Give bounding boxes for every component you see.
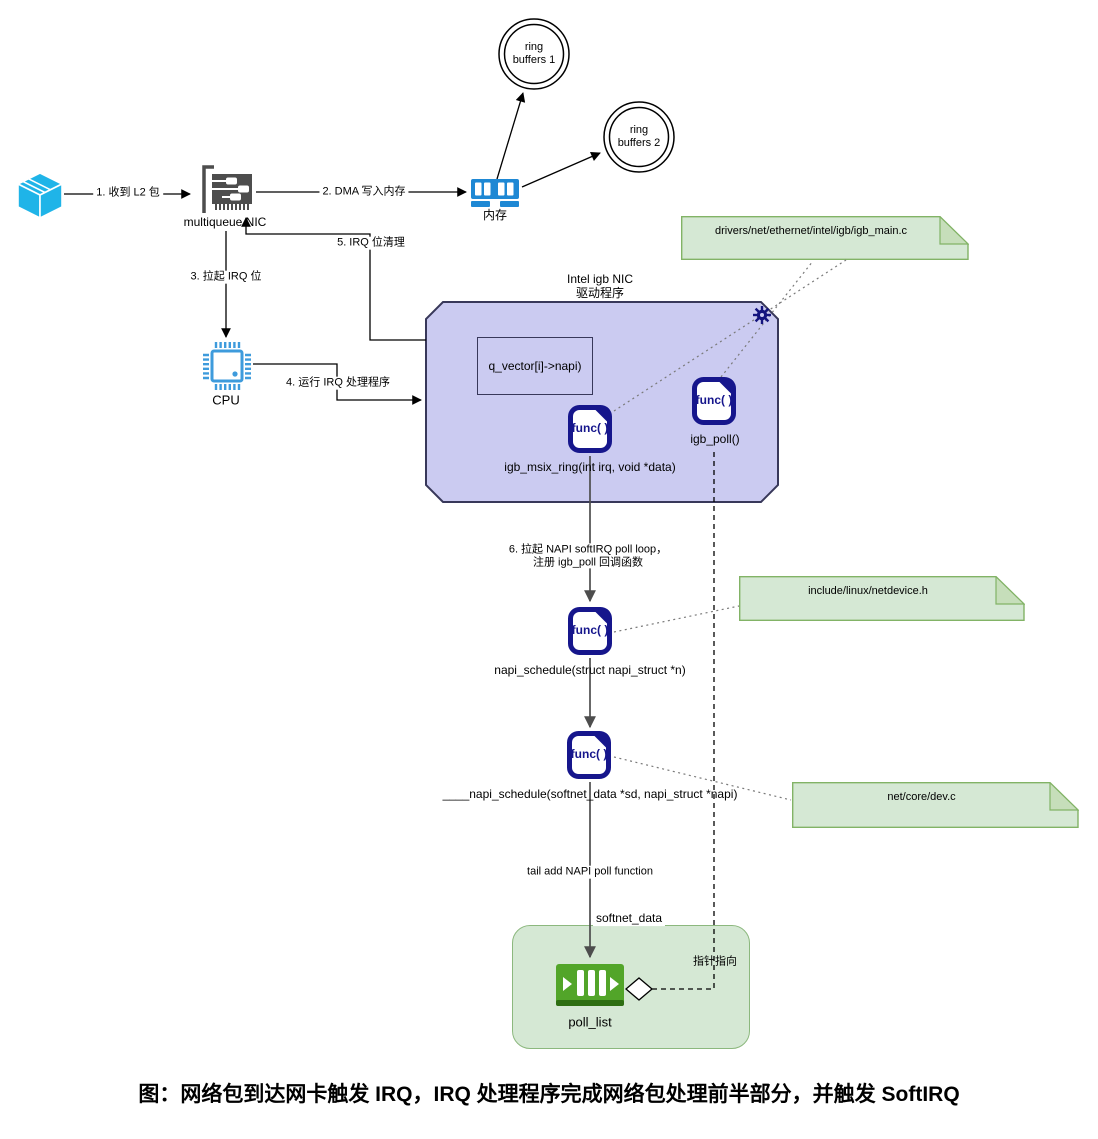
ring-buffers-1-label: ring buffers 1 <box>497 41 571 67</box>
ring1-line1: ring <box>524 41 544 53</box>
note-shape <box>681 216 969 260</box>
note-igb-main-text: drivers/net/ethernet/intel/igb/igb_main.… <box>715 225 907 237</box>
cpu-icon <box>203 342 251 390</box>
edge-label-napi-softirq-line2: 注册 igb_poll 回调函数 <box>532 556 644 568</box>
func-document-icon <box>568 405 612 453</box>
func-icon-text: func( ) <box>695 393 733 407</box>
func-icon-text: func( ) <box>570 747 608 761</box>
pointer-dashed-line <box>652 452 715 990</box>
double-circle-icon <box>603 101 675 173</box>
note-netdevice-text: include/linux/netdevice.h <box>808 585 928 597</box>
napi-schedule-func-icon: func( ) <box>567 606 613 656</box>
ring1-line2: buffers 1 <box>512 54 556 67</box>
edge-mem-ring1 <box>496 92 526 180</box>
memory-icon <box>471 179 519 207</box>
edge-label-irq-clear: 5. IRQ 位清理 <box>334 236 408 250</box>
func-icon-text: func( ) <box>571 623 609 637</box>
igb-poll-func-icon: func( ) <box>691 376 737 426</box>
packet-cube-icon <box>17 172 63 219</box>
edge-label-run-irq-handler: 4. 运行 IRQ 处理程序 <box>283 376 393 390</box>
softnet-data-label: softnet_data <box>592 911 666 926</box>
edge-mem-ring2 <box>521 152 601 188</box>
double-circle-icon <box>498 18 570 90</box>
note-shape <box>792 782 1079 828</box>
memory-label: 内存 <box>482 208 508 223</box>
poll-list-icon <box>556 964 624 1006</box>
napi-schedule2-func-icon: func( ) <box>566 730 612 780</box>
softnet-data-container <box>512 925 750 1049</box>
ring-buffers-2-label: ring buffers 2 <box>602 124 676 150</box>
poll-list-label: poll_list <box>568 1014 612 1030</box>
figure-caption: 图：网络包到达网卡触发 IRQ，IRQ 处理程序完成网络包处理前半部分，并触发 … <box>138 1083 960 1106</box>
edge-label-napi-softirq-line1: 6. 拉起 NAPI softIRQ poll loop， <box>508 543 668 556</box>
dotted-link-napi-netdevice <box>613 605 740 633</box>
driver-title-line1: Intel igb NIC <box>566 272 634 287</box>
ring-buffers-2: ring buffers 2 <box>602 100 676 174</box>
edge-label-dma-write: 2. DMA 写入内存 <box>319 185 409 199</box>
igb-msix-func-icon: func( ) <box>567 404 613 454</box>
napi-schedule2-label: ____napi_schedule(softnet_data *sd, napi… <box>442 787 738 802</box>
note-dev-c: net/core/dev.c <box>792 782 1079 828</box>
ring-buffers-1: ring buffers 1 <box>497 17 571 91</box>
note-shape <box>739 576 1025 621</box>
driver-title: Intel igb NIC 驱动程序 <box>566 272 634 301</box>
edge-label-receive-l2: 1. 收到 L2 包 <box>93 186 163 200</box>
napi-schedule-label: napi_schedule(struct napi_struct *n) <box>494 663 686 678</box>
driver-title-line2: 驱动程序 <box>575 286 624 300</box>
ring2-line1: ring <box>629 124 649 136</box>
qvector-text: q_vector[i]->napi) <box>488 359 582 373</box>
edge-label-napi-softirq: 6. 拉起 NAPI softIRQ poll loop， 注册 igb_pol… <box>505 543 671 569</box>
nic-label: multiqueue NIC <box>183 215 267 230</box>
func-icon-text: func( ) <box>571 421 609 435</box>
edge-label-raise-irq: 3. 拉起 IRQ 位 <box>187 270 265 284</box>
qvector-box: q_vector[i]->napi) <box>477 337 593 395</box>
pointer-label: 指针指向 <box>693 955 737 968</box>
note-netdevice: include/linux/netdevice.h <box>739 576 1025 621</box>
func-document-icon <box>568 607 612 655</box>
edge-label-tail-add: tail add NAPI poll function <box>524 865 656 879</box>
gear-icon <box>753 306 771 324</box>
igb-msix-label: igb_msix_ring(int irq, void *data) <box>504 460 676 475</box>
note-igb-main: drivers/net/ethernet/intel/igb/igb_main.… <box>681 216 969 260</box>
nic-icon <box>202 165 252 213</box>
igb-poll-label: igb_poll() <box>690 432 740 447</box>
ring2-line2: buffers 2 <box>617 137 661 150</box>
cpu-label: CPU <box>212 392 240 408</box>
func-document-icon <box>567 731 611 779</box>
note-dev-c-text: net/core/dev.c <box>887 791 956 803</box>
